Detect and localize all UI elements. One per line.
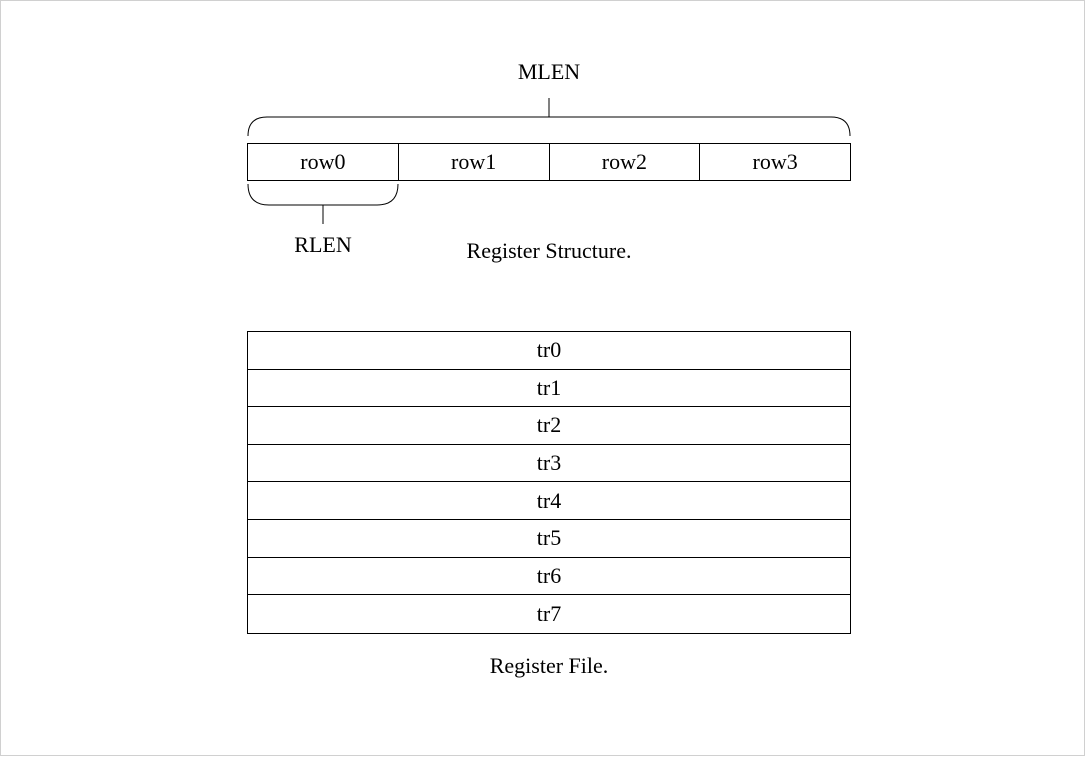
mlen-label: MLEN: [517, 59, 581, 84]
register-tr6: tr6: [248, 558, 850, 596]
register-tr2: tr2: [248, 407, 850, 445]
rlen-label: RLEN: [294, 232, 352, 257]
register-file-caption: Register File.: [489, 653, 609, 678]
register-tr3: tr3: [248, 445, 850, 483]
register-structure-caption: Register Structure.: [466, 238, 632, 263]
row-cell-2: row2: [550, 144, 701, 180]
register-tr4: tr4: [248, 482, 850, 520]
register-tr7: tr7: [536, 600, 562, 626]
row-cell-3: row3: [752, 149, 798, 174]
register-file-table: tr0 tr1 tr2 tr3 tr4 tr5 tr6 tr7: [247, 331, 851, 634]
register-tr0: tr0: [248, 332, 850, 370]
register-tr1: tr1: [248, 370, 850, 408]
register-row-strip: row0 row1 row2 row3: [247, 143, 851, 181]
row-cell-1: row1: [399, 144, 550, 180]
register-tr5: tr5: [248, 520, 850, 558]
row-cell-0: row0: [248, 144, 399, 180]
